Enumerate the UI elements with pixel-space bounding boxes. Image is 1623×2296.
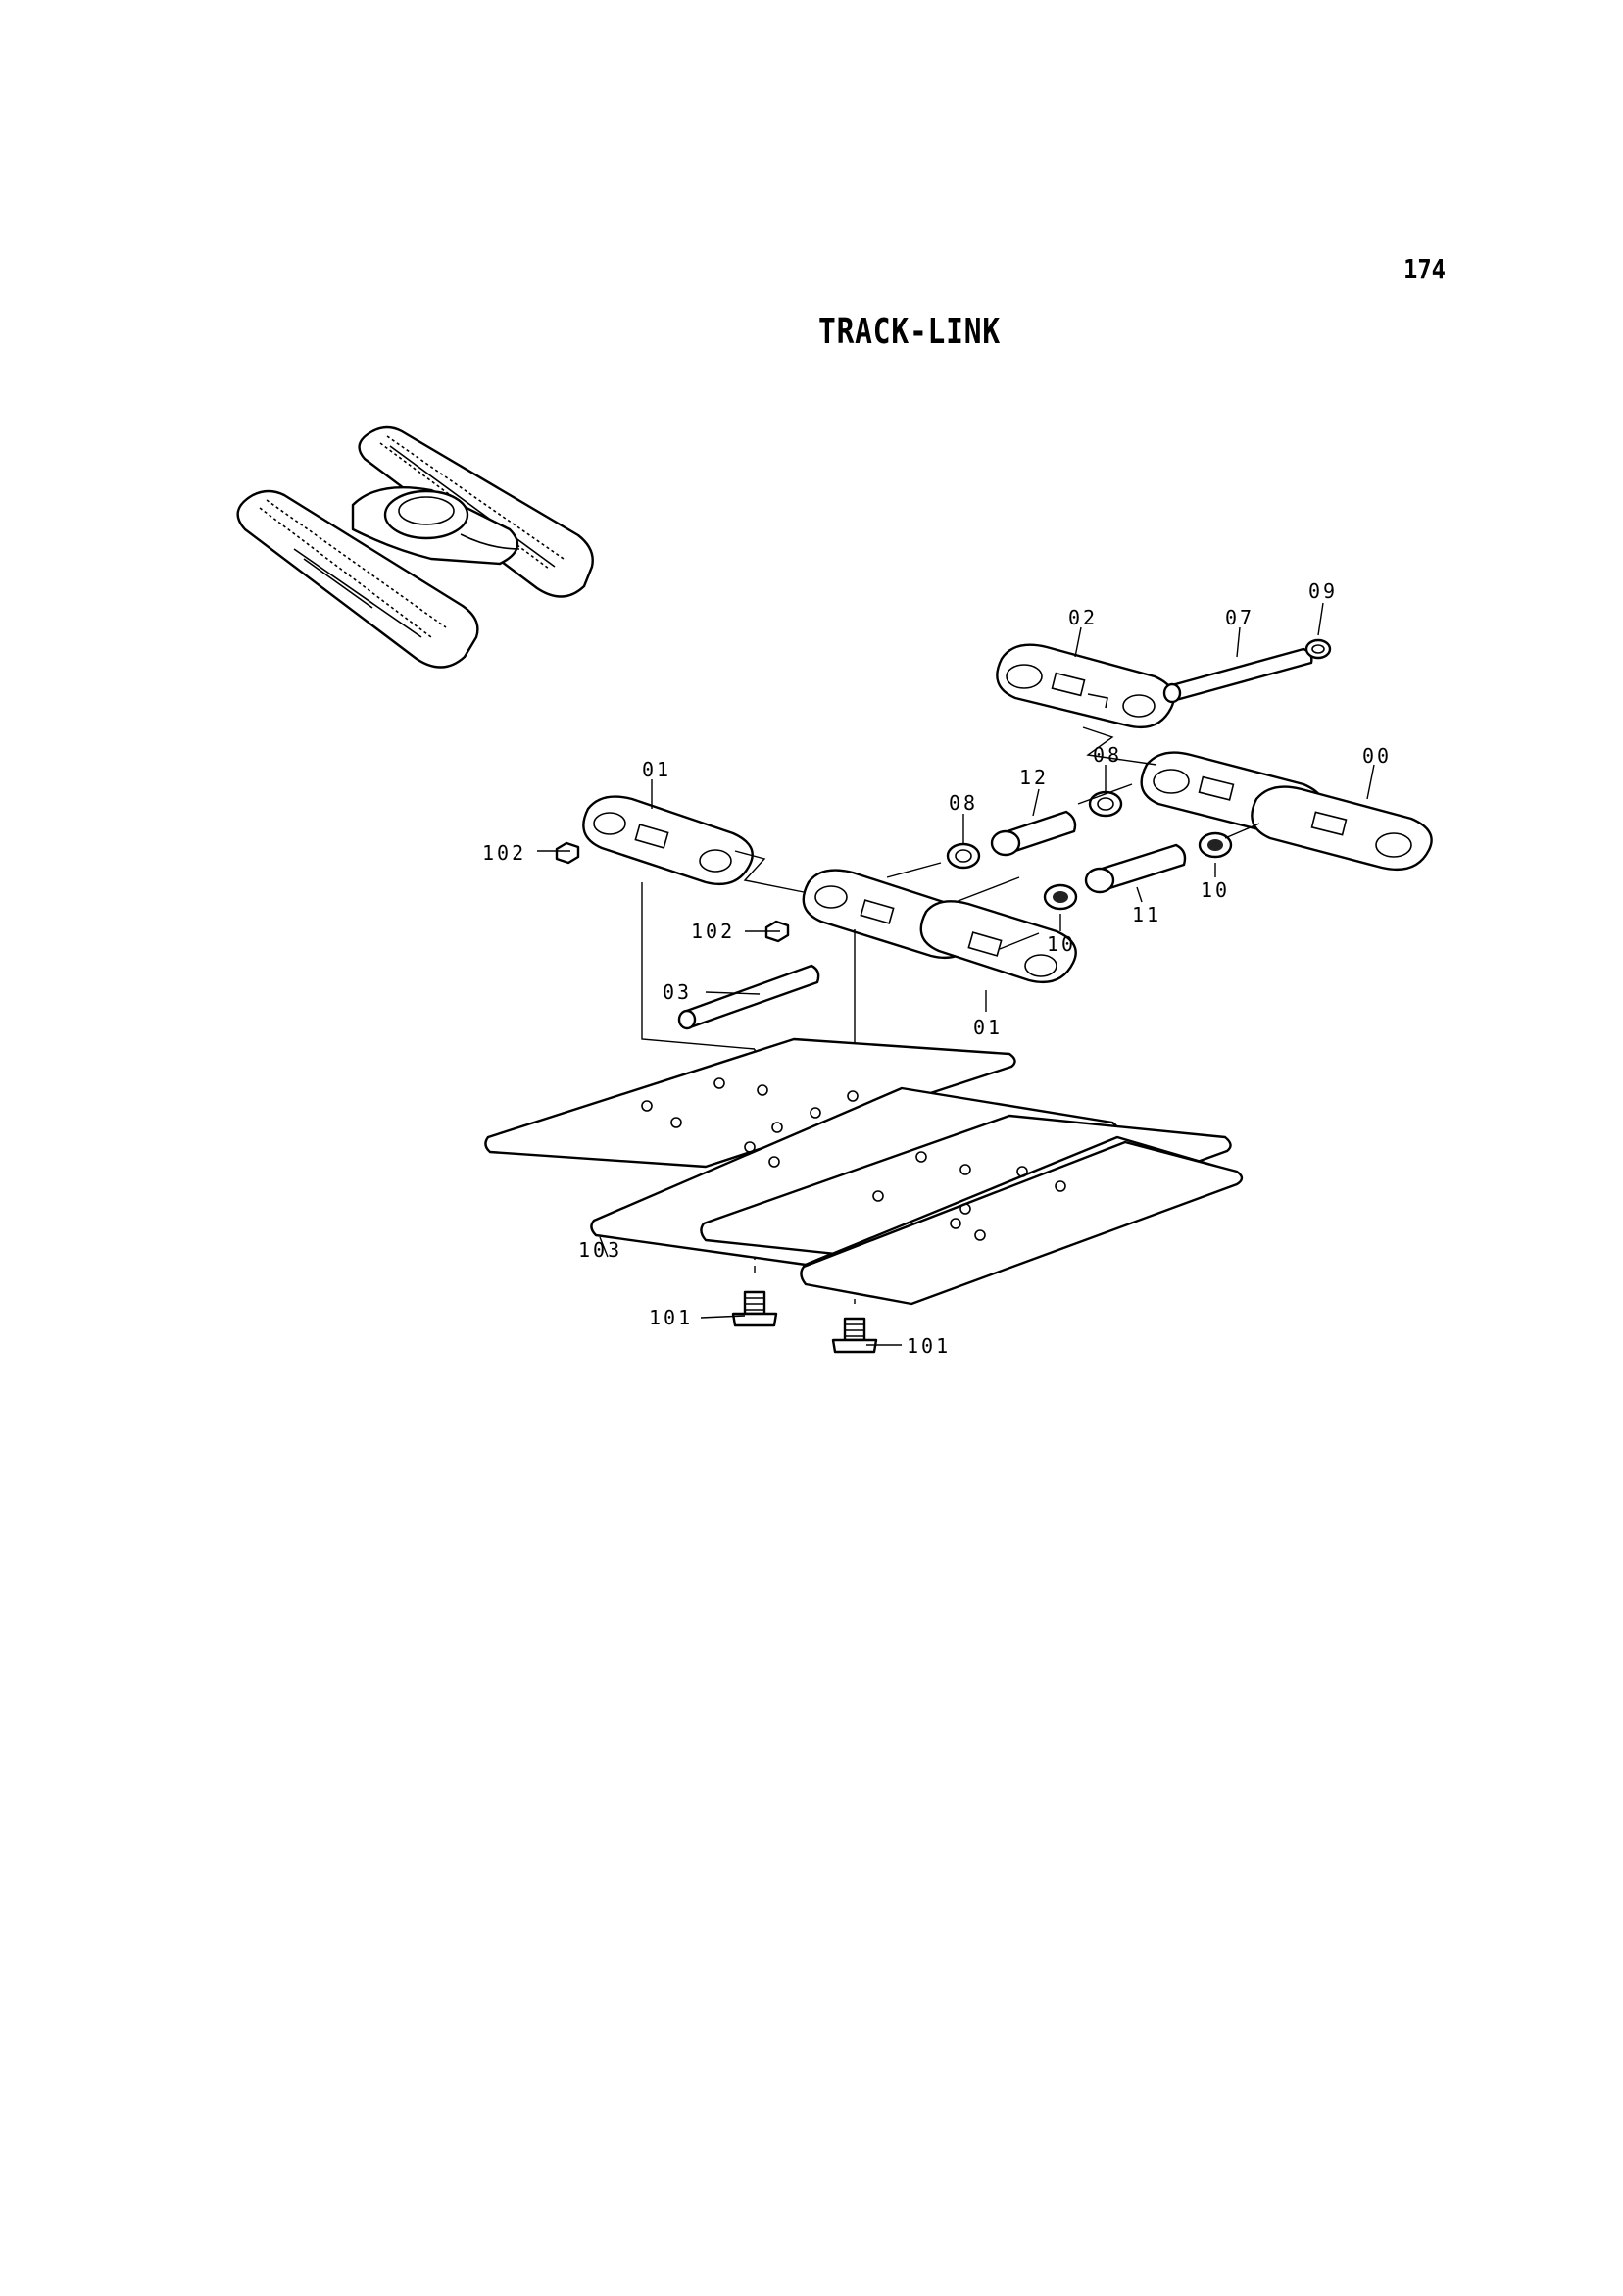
callout-01-lower: 01 <box>973 1016 1003 1039</box>
bolt-icon <box>831 1317 878 1354</box>
callout-00: 00 <box>1362 744 1392 768</box>
seal-icon <box>946 790 1123 870</box>
callout-08-lower: 08 <box>949 791 978 815</box>
callout-101-left: 101 <box>649 1306 693 1329</box>
callout-08-upper: 08 <box>1093 743 1122 767</box>
callout-102-lower: 102 <box>691 920 735 943</box>
callout-01-upper: 01 <box>642 758 671 781</box>
track-link-icon <box>802 869 1077 984</box>
callout-02: 02 <box>1068 606 1098 629</box>
callout-103: 103 <box>578 1238 622 1262</box>
ring-icon <box>1304 638 1332 660</box>
bushing-icon <box>1084 843 1187 894</box>
callout-03: 03 <box>663 980 692 1004</box>
pin-icon <box>1162 647 1313 704</box>
track-link-icon <box>582 795 754 886</box>
bolt-icon <box>731 1290 778 1327</box>
callout-10-left: 10 <box>1047 932 1076 956</box>
track-link-icon <box>996 643 1175 729</box>
callout-12: 12 <box>1019 766 1049 789</box>
callout-10-right: 10 <box>1201 878 1230 902</box>
callout-09: 09 <box>1308 579 1338 603</box>
callout-11: 11 <box>1132 903 1161 926</box>
callout-07: 07 <box>1225 606 1254 629</box>
page-title: TRACK-LINK <box>818 312 1001 352</box>
page-number: 174 <box>1403 253 1446 285</box>
seal-icon <box>1043 831 1233 911</box>
bushing-icon <box>990 810 1077 857</box>
track-link-icon <box>1140 751 1433 872</box>
crawler-undercarriage-icon <box>236 425 594 669</box>
track-shoe-icon <box>484 1037 1244 1306</box>
callout-101-right: 101 <box>907 1334 951 1358</box>
pin-icon <box>677 964 820 1030</box>
callout-102-upper: 102 <box>482 841 526 865</box>
